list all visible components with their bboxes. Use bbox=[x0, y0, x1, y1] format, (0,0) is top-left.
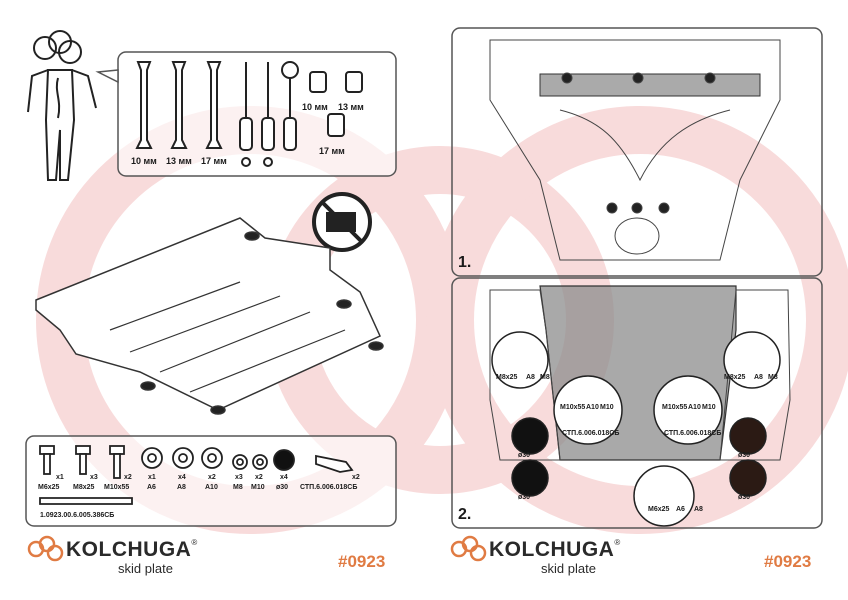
step2-frame bbox=[451, 277, 823, 529]
washer-size-o30: ø30 bbox=[276, 484, 289, 491]
wrench-icons bbox=[135, 61, 223, 149]
washer-size-m10: M10 bbox=[251, 484, 265, 491]
step2-cr-w1: A10 bbox=[688, 404, 701, 411]
bracket-qty: x2 bbox=[352, 474, 360, 481]
bolt-qty-m6: x1 bbox=[56, 474, 64, 481]
step2-right-w1: A8 bbox=[754, 374, 763, 381]
washer-size-m8: M8 bbox=[233, 484, 243, 491]
socket-label-17: 17 мм bbox=[319, 146, 345, 156]
step1-frame bbox=[451, 27, 823, 277]
step2-right-bolt: M8x25 bbox=[724, 374, 746, 381]
step2-bottom-w2: A8 bbox=[694, 506, 703, 513]
skid-plate-drawing bbox=[35, 217, 384, 415]
socket-label-10: 10 мм bbox=[302, 102, 328, 112]
bolt-qty-m8: x3 bbox=[90, 474, 98, 481]
brand-logo-right bbox=[450, 535, 487, 562]
brand-tagline-left: skid plate bbox=[118, 561, 173, 576]
step2-ring-label-l2: ø30 bbox=[518, 494, 531, 501]
bolt-size-m10: M10x55 bbox=[104, 484, 130, 491]
step2-bottom-bolt: M6x25 bbox=[648, 506, 670, 513]
step2-cl-bolt: M10x55 bbox=[560, 404, 586, 411]
step2-detail-circles bbox=[491, 331, 781, 527]
washer-qty-m10: x2 bbox=[255, 474, 263, 481]
step2-ring-label-r1: ø30 bbox=[738, 452, 751, 459]
wrench-label-17: 17 мм bbox=[201, 156, 227, 166]
bolt-size-m8: M8x25 bbox=[73, 484, 95, 491]
step2-cr-code: СТП.6.006.018СБ bbox=[664, 430, 722, 437]
washer-size-a8: A8 bbox=[177, 484, 186, 491]
brand-logo-left bbox=[27, 535, 64, 562]
step2-number: 2. bbox=[458, 506, 472, 523]
washer-qty-a8: x4 bbox=[178, 474, 186, 481]
step2-cr-bolt: M10x55 bbox=[662, 404, 688, 411]
bolt-qty-m10: x2 bbox=[124, 474, 132, 481]
washer-size-a10: A10 bbox=[205, 484, 218, 491]
washer-qty-a6: x1 bbox=[148, 474, 156, 481]
washer-qty-m8: x3 bbox=[235, 474, 243, 481]
step2-cr-w2: M10 bbox=[702, 404, 716, 411]
product-code-left: #0923 bbox=[338, 552, 386, 571]
step2-ring-label-r2: ø30 bbox=[738, 494, 751, 501]
wrench-label-13: 13 мм bbox=[166, 156, 192, 166]
safety-gear-icon bbox=[27, 30, 97, 181]
step1-drawing bbox=[489, 39, 781, 261]
step1-number: 1. bbox=[458, 254, 472, 271]
step2-left-w2: M8 bbox=[540, 374, 550, 381]
bracket-code: СТП.6.006.018СБ bbox=[300, 484, 358, 491]
socket-label-13: 13 мм bbox=[338, 102, 364, 112]
step2-ring-label-l1: ø30 bbox=[518, 452, 531, 459]
step2-cl-w1: A10 bbox=[586, 404, 599, 411]
step2-cl-w2: M10 bbox=[600, 404, 614, 411]
wrench-label-10: 10 мм bbox=[131, 156, 157, 166]
washer-size-a6: A6 bbox=[147, 484, 156, 491]
brand-tagline-right: skid plate bbox=[541, 561, 596, 576]
screwdriver-icons bbox=[239, 61, 299, 167]
socket-icons bbox=[309, 71, 363, 137]
part-icons bbox=[39, 445, 354, 505]
washer-qty-a10: x2 bbox=[208, 474, 216, 481]
step2-cl-code: СТП.6.006.018СБ bbox=[562, 430, 620, 437]
callout-pointer bbox=[95, 69, 119, 84]
step2-left-w1: A8 bbox=[526, 374, 535, 381]
plate-code: 1.0923.00.6.005.386СБ bbox=[40, 512, 115, 519]
step2-left-bolt: M8x25 bbox=[496, 374, 518, 381]
product-code-right: #0923 bbox=[764, 552, 812, 571]
left-tools-frame bbox=[117, 51, 397, 177]
engine-warning-icon bbox=[312, 192, 372, 252]
brand-name-left: KOLCHUGA® bbox=[66, 538, 198, 561]
brand-name-right: KOLCHUGA® bbox=[489, 538, 621, 561]
washer-qty-o30: x4 bbox=[280, 474, 288, 481]
step2-bottom-w1: A6 bbox=[676, 506, 685, 513]
step2-right-w2: M8 bbox=[768, 374, 778, 381]
bolt-size-m6: M6x25 bbox=[38, 484, 60, 491]
